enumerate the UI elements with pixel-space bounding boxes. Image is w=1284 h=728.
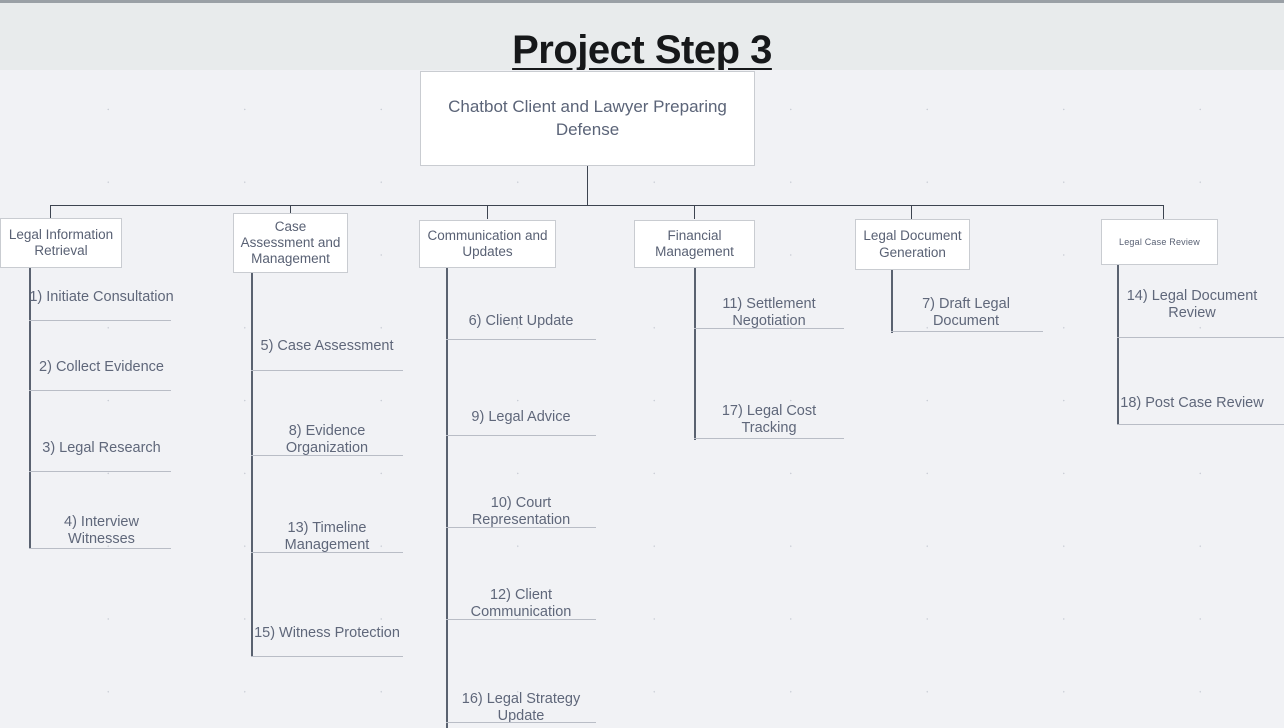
page-title: Project Step 3 — [512, 28, 772, 70]
list-item-rule — [29, 471, 171, 472]
list-item[interactable]: 11) Settlement Negotiation — [722, 296, 816, 330]
list-item[interactable]: 2) Collect Evidence — [39, 359, 164, 375]
node-category-communication-and-updates[interactable]: Communication and Updates — [419, 220, 556, 268]
node-category-label: Financial Management — [655, 227, 734, 259]
list-item-rule — [1117, 337, 1284, 338]
spine-legal-document-generation — [891, 270, 893, 333]
list-item-rule — [29, 548, 171, 549]
list-item[interactable]: 12) Client Communication — [470, 587, 572, 621]
list-item[interactable]: 10) Court Representation — [471, 495, 571, 529]
list-item-rule — [251, 552, 403, 553]
connector-drop-2 — [290, 205, 291, 219]
node-category-label: Legal Case Review — [1119, 236, 1200, 247]
node-category-legal-case-review[interactable]: Legal Case Review — [1101, 219, 1218, 265]
list-item[interactable]: 18) Post Case Review — [1120, 395, 1264, 411]
list-item-rule — [446, 435, 596, 436]
node-category-financial-management[interactable]: Financial Management — [634, 220, 755, 268]
spine-financial-management — [694, 268, 696, 440]
list-item[interactable]: 5) Case Assessment — [260, 338, 394, 354]
node-root[interactable]: Chatbot Client and Lawyer Preparing Defe… — [420, 71, 755, 166]
spine-legal-information-retrieval — [29, 268, 31, 549]
list-item-rule — [1117, 424, 1284, 425]
node-category-label: Legal Information Retrieval — [8, 226, 114, 258]
list-item-rule — [29, 390, 171, 391]
list-item-rule — [446, 527, 596, 528]
spine-legal-case-review — [1117, 265, 1119, 425]
connector-drop-3 — [487, 205, 488, 219]
list-item-rule — [251, 455, 403, 456]
spine-communication-and-updates — [446, 268, 448, 728]
node-category-case-assessment-and-management[interactable]: Case Assessment and Management — [233, 213, 348, 273]
list-item-rule — [694, 438, 844, 439]
list-item[interactable]: 9) Legal Advice — [471, 409, 571, 425]
node-category-label: Case Assessment and Management — [240, 218, 341, 267]
spine-case-assessment-and-management — [251, 273, 253, 656]
connector-drop-1 — [50, 205, 51, 219]
list-item-rule — [694, 328, 844, 329]
node-category-legal-information-retrieval[interactable]: Legal Information Retrieval — [0, 218, 122, 268]
connector-drop-4 — [694, 205, 695, 219]
list-item-rule — [251, 370, 403, 371]
node-category-label: Legal Document Generation — [863, 228, 962, 260]
node-category-label: Communication and Updates — [427, 227, 548, 259]
diagram-canvas[interactable] — [0, 70, 1284, 728]
list-item[interactable]: 4) Interview Witnesses — [64, 514, 139, 548]
list-item[interactable]: 8) Evidence Organization — [285, 423, 369, 457]
header-band: Project Step 3 — [0, 0, 1284, 70]
node-root-label: Chatbot Client and Lawyer Preparing Defe… — [448, 96, 727, 139]
connector-drop-5 — [911, 205, 912, 219]
connector-root-drop — [587, 166, 588, 205]
list-item[interactable]: 14) Legal Document Review — [1126, 288, 1258, 322]
list-item-rule — [446, 619, 596, 620]
list-item[interactable]: 6) Client Update — [468, 313, 574, 329]
list-item[interactable]: 16) Legal Strategy Update — [461, 691, 581, 725]
list-item[interactable]: 17) Legal Cost Tracking — [721, 403, 817, 437]
list-item-rule — [891, 331, 1043, 332]
connector-drop-6 — [1163, 205, 1164, 219]
list-item[interactable]: 1) Initiate Consultation — [29, 289, 174, 305]
list-item[interactable]: 13) Timeline Management — [284, 520, 370, 554]
list-item-rule — [446, 722, 596, 723]
list-item[interactable]: 7) Draft Legal Document — [922, 296, 1010, 330]
list-item-rule — [251, 656, 403, 657]
node-category-legal-document-generation[interactable]: Legal Document Generation — [855, 219, 970, 270]
list-item[interactable]: 15) Witness Protection — [254, 625, 400, 641]
list-item[interactable]: 3) Legal Research — [42, 440, 161, 456]
list-item-rule — [29, 320, 171, 321]
connector-horizontal-bar — [50, 205, 1164, 206]
list-item-rule — [446, 339, 596, 340]
